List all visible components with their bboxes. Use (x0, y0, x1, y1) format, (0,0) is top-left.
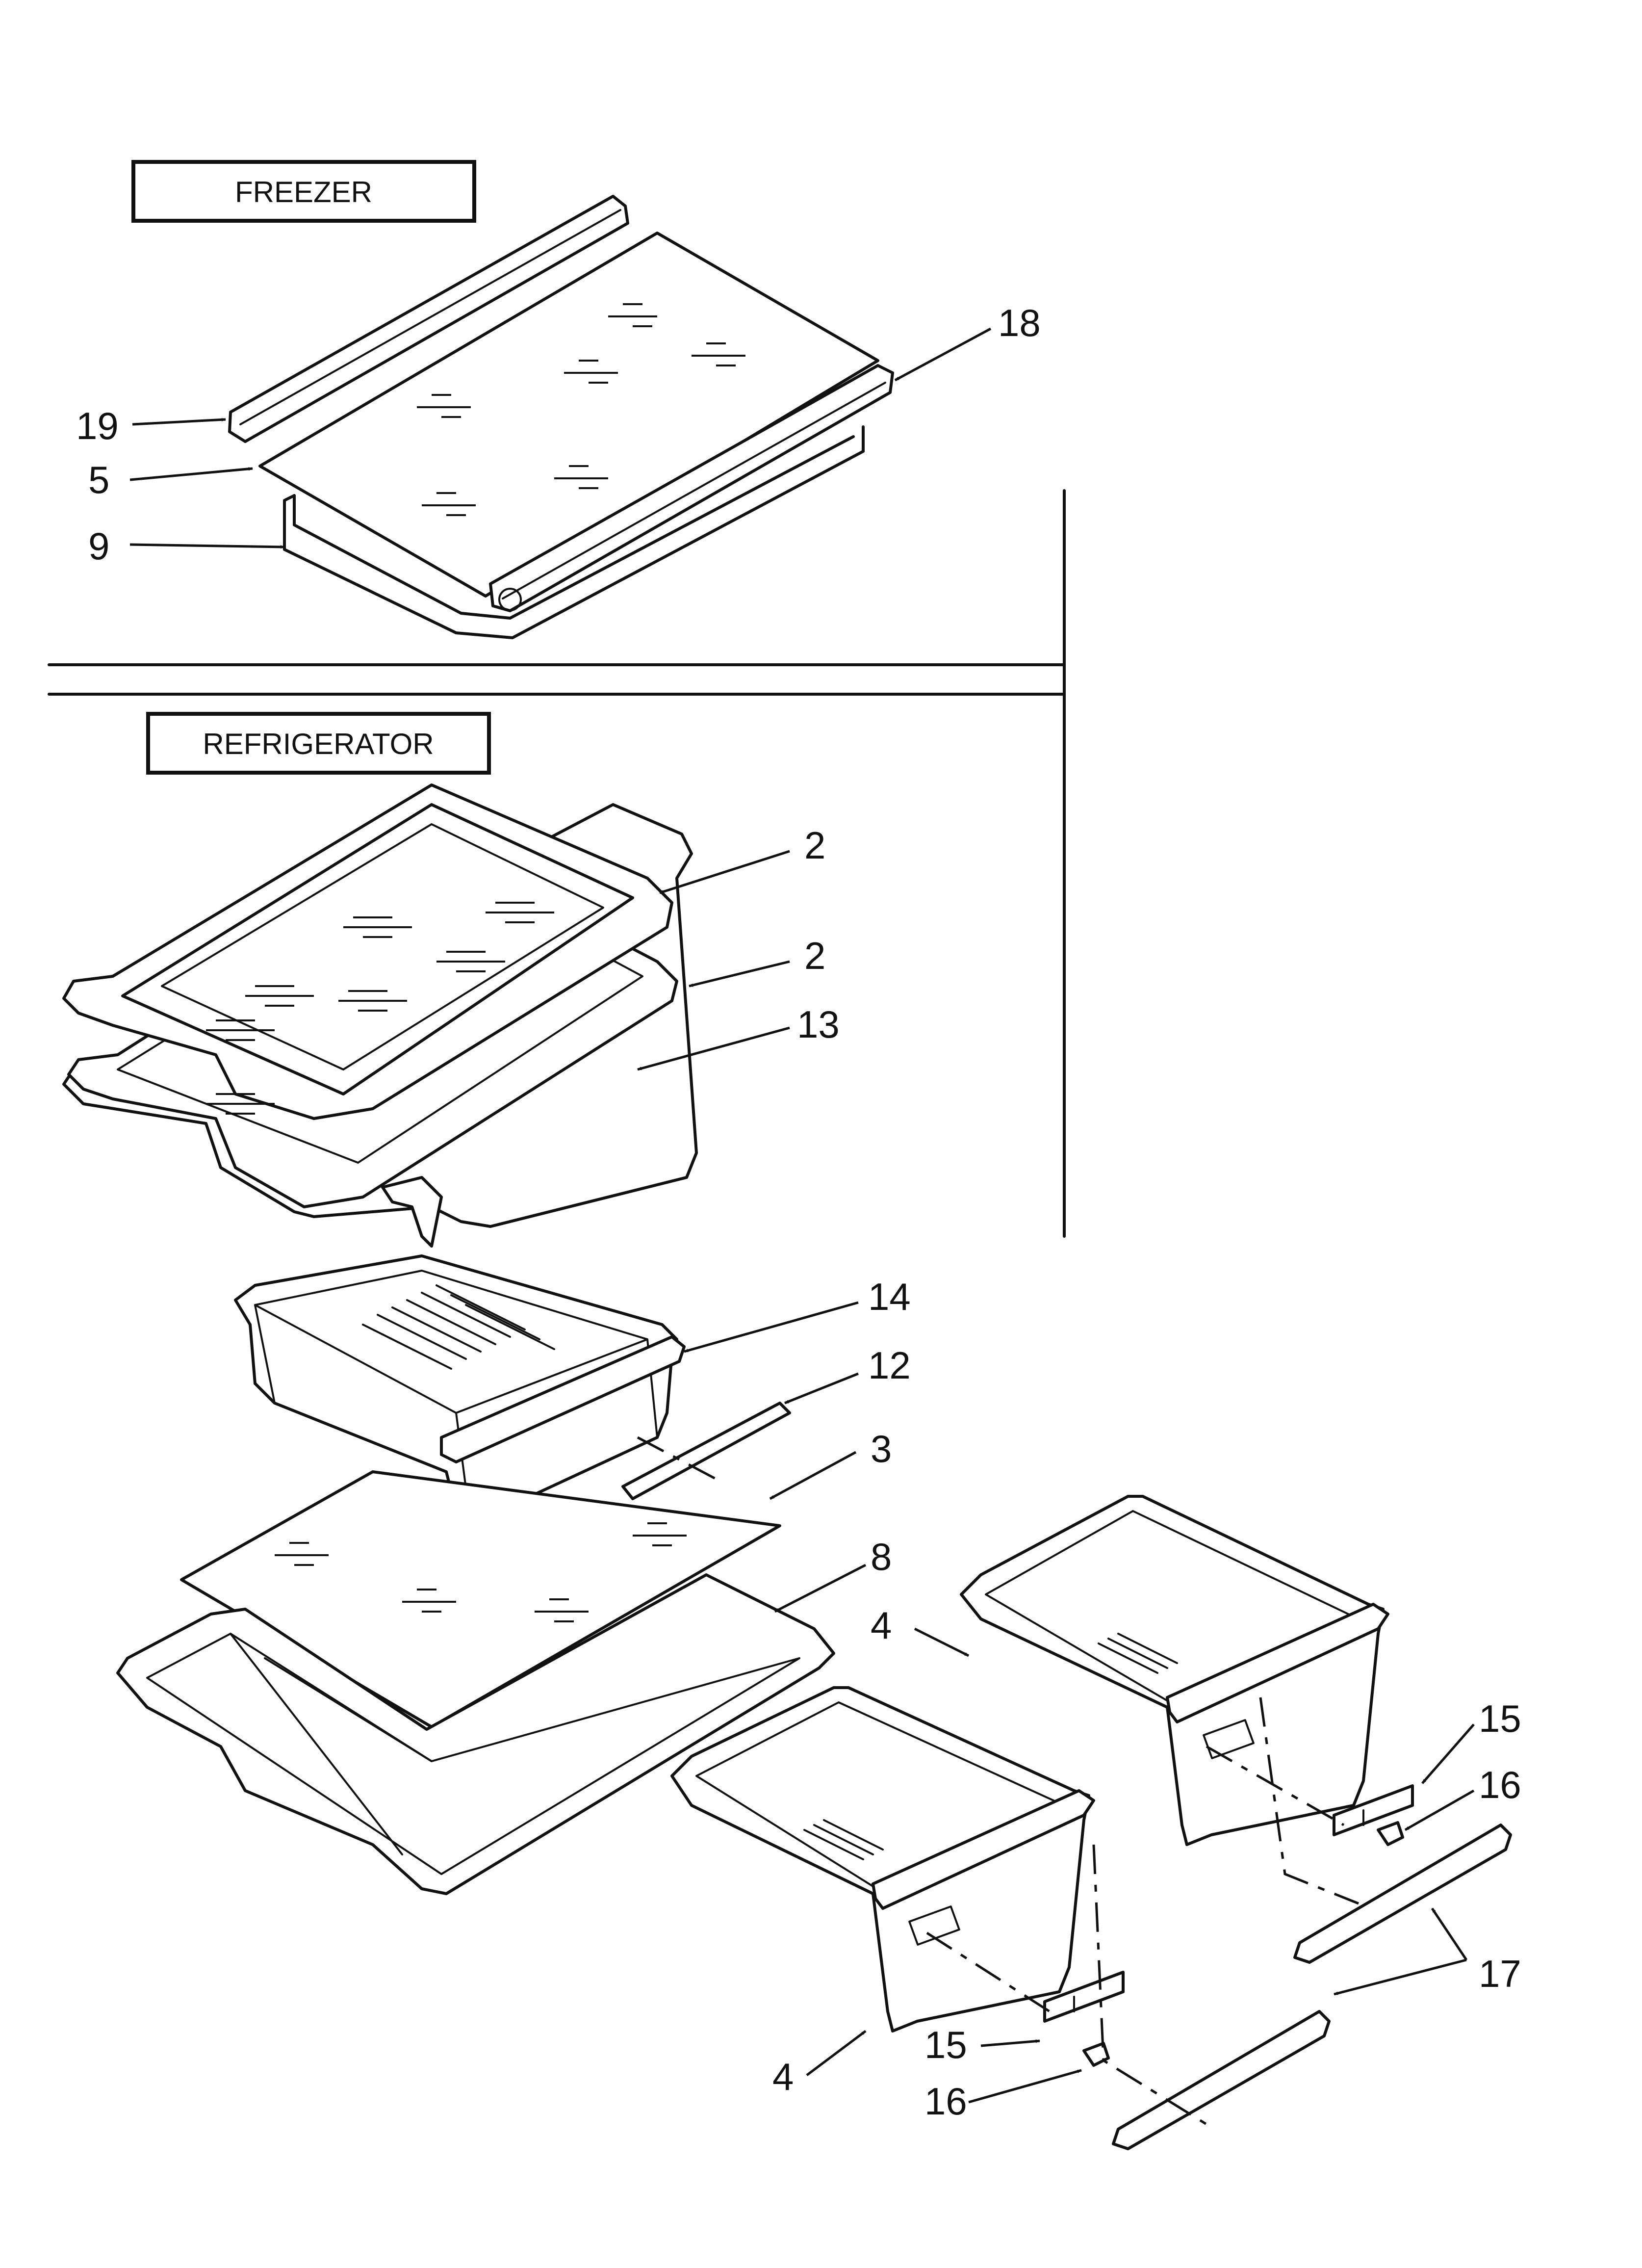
callout-8: 8 (871, 1535, 892, 1578)
refrigerator-label: REFRIGERATOR (203, 728, 434, 760)
callout-12: 12 (868, 1344, 911, 1387)
callout-4-right: 4 (871, 1604, 892, 1647)
callout-2-upper: 2 (804, 824, 825, 867)
crisper-frame (116, 1573, 835, 1895)
callout-4-left: 4 (772, 2055, 794, 2098)
freezer-label-box: FREEZER (131, 160, 476, 223)
callout-2-lower: 2 (804, 934, 825, 977)
drawer-trims (1112, 1824, 1512, 2150)
callout-16-left: 16 (924, 2080, 967, 2123)
deli-drawer (234, 1254, 686, 1527)
refrigerator-shelves (62, 783, 698, 1248)
callout-17: 17 (1479, 1952, 1521, 1995)
callout-3: 3 (871, 1427, 892, 1470)
callout-16-right: 16 (1479, 1763, 1521, 1806)
leader-lines (129, 327, 1475, 2104)
refrigerator-label-box: REFRIGERATOR (146, 712, 491, 775)
callout-15-right: 15 (1479, 1697, 1521, 1740)
callout-numbers: 19 5 9 18 2 2 13 14 12 3 8 4 15 16 17 15… (76, 301, 1521, 2123)
freezer-shelf (228, 195, 894, 639)
callout-14: 14 (868, 1275, 911, 1318)
callout-13: 13 (797, 1003, 840, 1046)
crisper-cover-parts (180, 1402, 791, 1728)
freezer-label: FREEZER (235, 176, 372, 209)
callout-15-left: 15 (924, 2023, 967, 2066)
section-dividers (48, 489, 1066, 1238)
drawer-labels-clips (1043, 1784, 1414, 2067)
callout-5: 5 (88, 458, 109, 501)
callout-19: 19 (76, 404, 119, 447)
callout-18: 18 (998, 301, 1041, 344)
callout-9: 9 (88, 524, 109, 568)
crisper-drawer-left (670, 1686, 1095, 2033)
assembly-lines (637, 1436, 1359, 2126)
